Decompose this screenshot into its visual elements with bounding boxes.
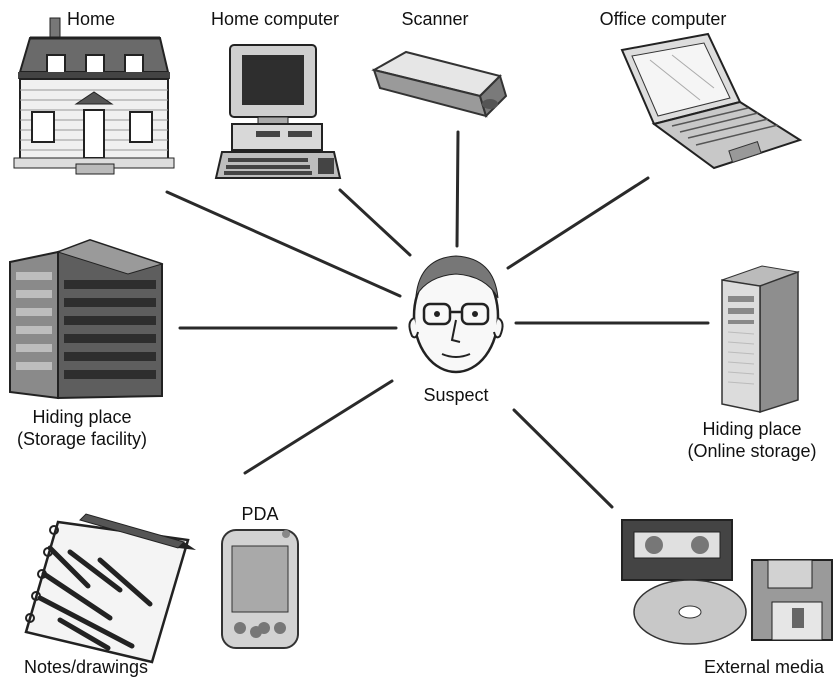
laptop-icon	[620, 32, 803, 170]
label-storage-facility-line1: Hiding place	[32, 407, 132, 427]
server-tower-icon	[721, 265, 800, 414]
label-storage-facility: Hiding place (Storage facility)	[2, 406, 162, 450]
label-office-computer: Office computer	[599, 9, 727, 29]
connector-home-computer	[338, 188, 412, 257]
connector-home	[165, 190, 402, 298]
label-home-computer: Home computer	[210, 9, 340, 29]
scanner-icon	[371, 50, 508, 118]
label-external-media: External media	[703, 657, 825, 677]
connector-scanner	[455, 130, 460, 248]
label-scanner: Scanner	[401, 9, 469, 29]
connector-office-computer	[506, 176, 650, 270]
pda-icon	[221, 529, 299, 649]
face-with-glasses-icon	[408, 255, 504, 374]
label-suspect: Suspect	[423, 385, 489, 405]
notebook-pencil-icon	[24, 513, 196, 664]
desktop-computer-icon	[214, 44, 342, 179]
label-online-storage: Hiding place (Online storage)	[672, 418, 832, 462]
media-cassette-cd-floppy-icon	[621, 519, 833, 645]
connector-lines	[165, 130, 710, 509]
label-storage-facility-line2: (Storage facility)	[16, 429, 148, 449]
connector-external-media	[512, 408, 614, 509]
label-online-storage-line1: Hiding place	[702, 419, 802, 439]
label-pda: PDA	[241, 504, 279, 524]
connector-pda	[243, 379, 394, 475]
label-home: Home	[66, 9, 115, 29]
label-online-storage-line2: (Online storage)	[687, 441, 817, 461]
label-notes: Notes/drawings	[23, 657, 149, 677]
house-icon	[13, 17, 175, 175]
office-building-icon	[9, 238, 164, 400]
